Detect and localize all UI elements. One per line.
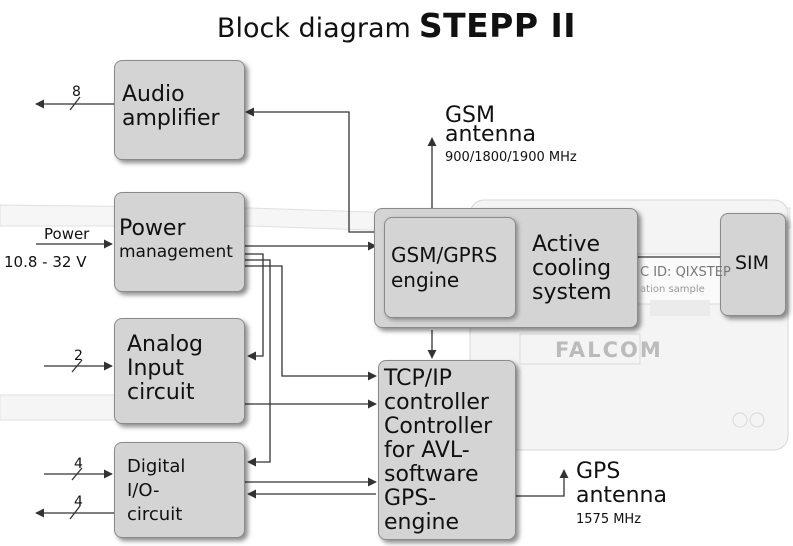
power-label-1: Power [119, 216, 186, 241]
controller-label-6: GPS- [384, 486, 437, 511]
cooling-label-3: system [532, 280, 612, 305]
controller-label-7: engine [384, 510, 460, 535]
analog-label-2: Input [127, 356, 184, 381]
gps-antenna-line [516, 469, 569, 497]
audio-label-2: amplifier [122, 106, 220, 131]
controller-block: TCP/IP controller Controller for AVL- so… [378, 360, 516, 540]
analog-label-3: circuit [127, 380, 195, 405]
controller-label-1: TCP/IP [384, 366, 452, 391]
digital-label-1: Digital [127, 456, 186, 477]
digital-in-bus-slash [71, 467, 83, 481]
power-to-digital-line [245, 259, 271, 467]
cooling-label-1: Active [532, 232, 601, 257]
digital-out-bus-slash [69, 505, 81, 520]
controller-label-5: software [384, 462, 479, 487]
audio-amplifier-block: Audio amplifier [114, 60, 245, 160]
power-to-controller-line [245, 265, 377, 381]
controller-label-2: controller [384, 390, 489, 415]
gps-antenna-label-1: GPS [576, 459, 621, 484]
gps-antenna-freq: 1575 MHz [576, 512, 642, 527]
digital-label-3: circuit [127, 504, 183, 525]
power-input-label: Power [44, 225, 90, 243]
falcom-brand-text: FALCOM [555, 338, 663, 362]
digital-out-bus-count: 4 [74, 494, 83, 510]
analog-bus-count: 2 [74, 348, 83, 364]
power-management-block: Power management [114, 192, 245, 292]
title-device-name: STEPP II [418, 6, 577, 45]
analog-label-1: Analog [127, 332, 204, 357]
gsm-antenna-label-1: GSM [445, 103, 495, 128]
sample-text: ation sample [640, 284, 705, 295]
sim-label: SIM [735, 252, 770, 274]
audio-label-1: Audio [122, 82, 185, 107]
digital-label-2: I/O- [127, 480, 160, 501]
gsm-gprs-engine-block: GSM/GPRS engine [384, 217, 516, 318]
power-to-analog-line [245, 253, 264, 361]
gsm-antenna-freq: 900/1800/1900 MHz [445, 150, 577, 165]
gsm-engine-label-2: engine [391, 268, 460, 292]
title-prefix: Block diagram [216, 13, 411, 44]
gsm-engine-label-1: GSM/GPRS [391, 243, 498, 267]
gsm-antenna-label-2: antenna [445, 122, 536, 147]
digital-in-bus-count: 4 [74, 456, 83, 472]
power-label-2: management [119, 242, 233, 262]
power-range-label: 10.8 - 32 V [4, 253, 87, 271]
audio-feed-line [245, 107, 378, 233]
cooling-label-2: cooling [532, 256, 612, 281]
analog-input-block: Analog Input circuit [114, 318, 245, 424]
sim-block: SIM [720, 213, 786, 316]
audio-bus-count: 8 [72, 84, 81, 100]
controller-label-4: for AVL- [384, 438, 470, 463]
audio-bus-slash [69, 96, 81, 111]
gsm-module-block: GSM/GPRS engine Active cooling system [374, 208, 638, 328]
digital-io-block: Digital I/O- circuit [114, 442, 245, 538]
controller-label-3: Controller [384, 414, 493, 439]
analog-bus-slash [71, 359, 83, 373]
gps-antenna-label-2: antenna [576, 483, 667, 508]
fcc-id-text: C ID: QIXSTEP [640, 265, 731, 280]
